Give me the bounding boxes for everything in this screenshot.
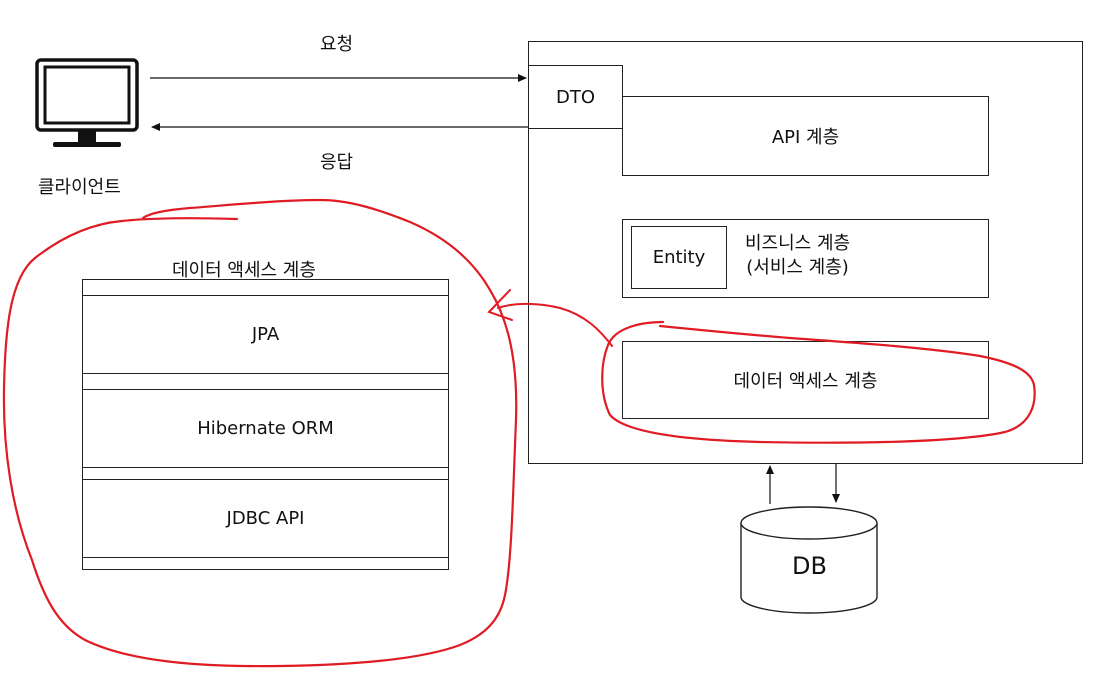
data-access-layer-label: 데이터 액세스 계층 [733, 371, 878, 392]
dto-box: DTO [528, 65, 623, 129]
layer-jdbc-label: JDBC API [226, 508, 305, 529]
dto-label: DTO [555, 86, 596, 108]
business-layer-label: 비즈니스 계층 (서비스 계층) [745, 232, 850, 280]
layer-jpa: JPA [82, 295, 449, 374]
monitor-icon [35, 58, 140, 158]
business-layer-subtitle: (서비스 계층) [746, 257, 849, 278]
client-label: 클라이언트 [38, 177, 121, 198]
red-circle-annotation-left [2, 198, 518, 668]
response-label: 응답 [320, 152, 354, 173]
layer-hibernate-label: Hibernate ORM [197, 418, 334, 439]
layer-jdbc: JDBC API [82, 479, 449, 558]
layer-hibernate: Hibernate ORM [82, 389, 449, 468]
api-layer-box: API 계층 [622, 96, 989, 176]
database-icon [739, 505, 879, 615]
db-label: DB [792, 552, 827, 580]
red-ellipse-annotation-right [601, 320, 1036, 444]
entity-label: Entity [652, 247, 706, 268]
red-connector-annotation [497, 302, 613, 347]
layer-jpa-label: JPA [251, 324, 280, 345]
business-layer-box: Entity 비즈니스 계층 (서비스 계층) [622, 219, 989, 298]
red-arrowhead-annotation [487, 289, 513, 321]
request-label: 요청 [320, 34, 354, 55]
api-layer-label: API 계층 [771, 127, 840, 148]
data-access-layer-box: 데이터 액세스 계층 [622, 341, 989, 419]
data-access-detail-title: 데이터 액세스 계층 [172, 260, 316, 281]
entity-box: Entity [631, 226, 727, 289]
business-layer-title: 비즈니스 계층 [745, 233, 851, 254]
